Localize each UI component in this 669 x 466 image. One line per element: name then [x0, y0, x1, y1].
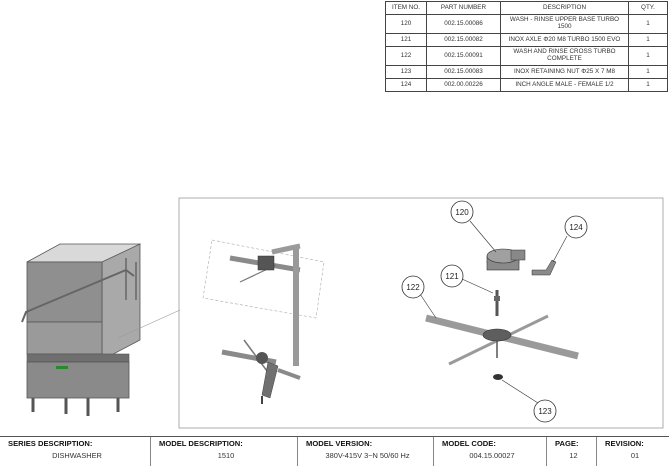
revision-value: 01 [630, 451, 640, 460]
table-row: 124 002.00.00226 INCH ANGLE MALE - FEMAL… [385, 78, 668, 92]
balloon-123: 123 [501, 379, 557, 423]
model-code-value: 004.15.00027 [469, 451, 515, 460]
detail-leader-line [117, 309, 181, 339]
detail-frame [178, 197, 664, 429]
item-cell: 124 [385, 78, 427, 92]
svg-text:121: 121 [445, 272, 459, 281]
pipe-assembly [202, 239, 325, 404]
parts-table: ITEM NO. PART NUMBER DESCRIPTION QTY. 12… [385, 1, 668, 92]
svg-text:120: 120 [455, 208, 469, 217]
table-row: 122 002.15.00091 WASH AND RINSE CROSS TU… [385, 46, 668, 66]
balloon-121: 121 [440, 264, 494, 294]
svg-text:123: 123 [538, 407, 552, 416]
title-block: SERIES DESCRIPTION: DISHWASHER MODEL DES… [0, 436, 669, 466]
model-version-label: MODEL VERSION: [306, 439, 373, 448]
exploded-parts [425, 248, 579, 380]
model-code-label: MODEL CODE: [442, 439, 496, 448]
parts-table-header: ITEM NO. PART NUMBER DESCRIPTION QTY. [385, 1, 668, 15]
model-description-value: 1510 [217, 451, 235, 460]
exploded-view-drawing: 120 124 121 122 123 [21, 197, 664, 429]
model-version-cell: MODEL VERSION: 380V-415V 3~N 50/60 Hz [297, 437, 433, 466]
revision-label: REVISION: [605, 439, 644, 448]
series-description-label: SERIES DESCRIPTION: [8, 439, 93, 448]
balloon-124: 124 [552, 215, 588, 263]
svg-text:124: 124 [569, 223, 583, 232]
page-label: PAGE: [555, 439, 579, 448]
svg-text:122: 122 [406, 283, 420, 292]
balloon-120: 120 [450, 200, 497, 253]
balloon-122: 122 [401, 275, 437, 319]
model-version-value: 380V-415V 3~N 50/60 Hz [325, 451, 410, 460]
series-description-value: DISHWASHER [52, 451, 102, 460]
model-description-label: MODEL DESCRIPTION: [159, 439, 243, 448]
table-row: 123 002.15.00083 INOX RETAINING NUT Φ25 … [385, 65, 668, 79]
dishwasher-machine [21, 243, 142, 416]
model-description-cell: MODEL DESCRIPTION: 1510 [150, 437, 297, 466]
series-description-cell: SERIES DESCRIPTION: DISHWASHER [0, 437, 150, 466]
qty-cell: 1 [628, 78, 668, 92]
page-cell: PAGE: 12 [546, 437, 596, 466]
revision-cell: REVISION: 01 [596, 437, 669, 466]
model-code-cell: MODEL CODE: 004.15.00027 [433, 437, 546, 466]
page-value: 12 [569, 451, 578, 460]
